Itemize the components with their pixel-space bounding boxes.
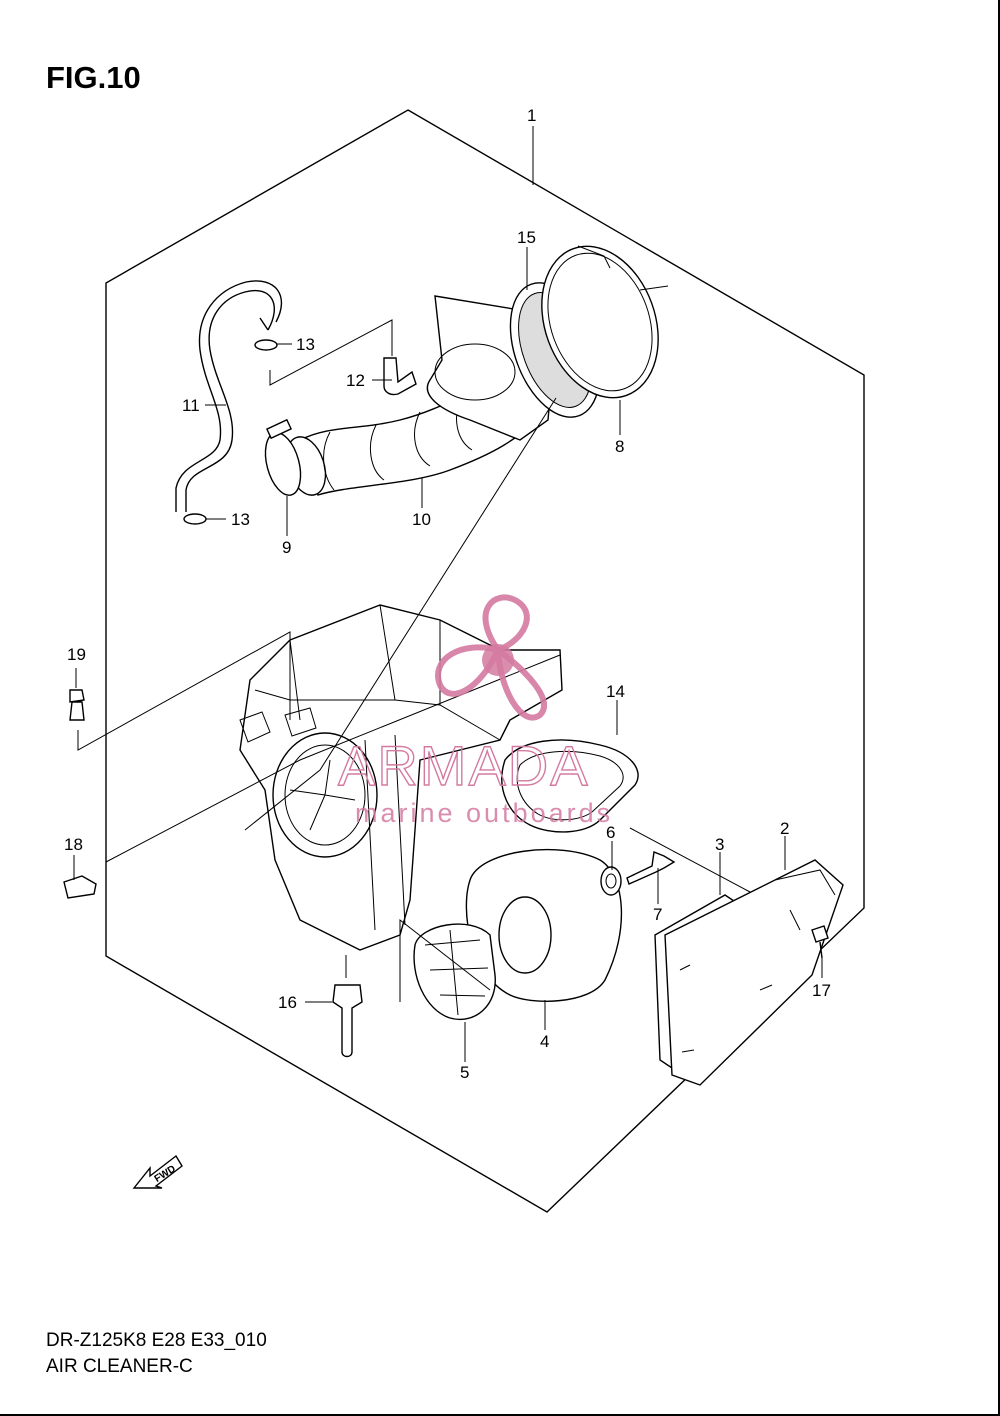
- diagram-code: DR-Z125K8 E28 E33_010: [46, 1330, 267, 1351]
- callout-11: 11: [182, 396, 200, 415]
- breather-hose-inner: [175, 280, 283, 512]
- callout-4: 4: [540, 1032, 549, 1051]
- breather-elbow: [383, 357, 417, 396]
- element-frame: [413, 923, 496, 1021]
- outlet-tube-ribs: [323, 395, 473, 491]
- callout-13-upper: 13: [296, 335, 315, 354]
- watermark-brand: ARMADA: [338, 734, 590, 797]
- callout-2: 2: [780, 819, 789, 838]
- callout-5: 5: [460, 1063, 469, 1082]
- case-mounting-tabs: [239, 707, 317, 743]
- callout-8: 8: [615, 437, 624, 456]
- figure-title: FIG.10: [46, 60, 141, 95]
- diagram-name: AIR CLEANER-C: [46, 1356, 193, 1377]
- cover-washer: [600, 866, 622, 896]
- screen-retainer-band-inner: [547, 252, 653, 392]
- cover-detail: [679, 869, 836, 1053]
- watermark-tagline: marine outboards: [355, 798, 613, 828]
- drain-plug: [332, 984, 363, 1058]
- breather-hose: [185, 289, 275, 512]
- cover-washer-hole: [605, 873, 617, 889]
- cover-bolt: [811, 925, 829, 959]
- intake-gasket: [501, 739, 639, 833]
- callout-labels: 1 2 3 4 5 6 7 8 9 10 11 12 13 13 14 15 1…: [64, 106, 831, 1082]
- hose-clip-upper: [254, 339, 278, 351]
- callout-6: 6: [606, 823, 615, 842]
- hose-clip-lower: [183, 513, 207, 525]
- callout-15: 15: [517, 228, 536, 247]
- callout-14: 14: [606, 682, 625, 701]
- fwd-arrow: FWD: [132, 1154, 183, 1189]
- band-screw: [577, 245, 669, 291]
- callout-19: 19: [67, 645, 86, 664]
- tube-clamp-screw: [265, 418, 293, 440]
- case-right-wall: [364, 734, 406, 931]
- callout-9: 9: [282, 538, 291, 557]
- callout-10: 10: [412, 510, 431, 529]
- cover-wing-screw: [626, 851, 676, 885]
- callout-1: 1: [527, 106, 536, 125]
- watermark-logo-hub: [482, 644, 514, 676]
- case-top-lip: [254, 604, 501, 741]
- air-cleaner-cover: [664, 859, 844, 1086]
- case-intake-spokes: [289, 759, 356, 831]
- element-frame-ribs: [424, 929, 489, 1016]
- outlet-housing-ring: [434, 343, 516, 401]
- watermark-logo: [435, 594, 547, 721]
- breather-leader: [269, 319, 393, 386]
- case-clip: [63, 875, 97, 899]
- mounting-bolt: [69, 689, 85, 721]
- case-intake-inner: [284, 744, 366, 846]
- assembly-outline: [105, 109, 865, 1213]
- callout-13-lower: 13: [231, 510, 250, 529]
- callout-18: 18: [64, 835, 83, 854]
- watermark: ARMADA marine outboards: [337, 594, 613, 828]
- callout-17: 17: [812, 981, 831, 1000]
- callout-7: 7: [653, 905, 662, 924]
- air-filter-element-bore: [498, 896, 552, 974]
- callout-16: 16: [278, 993, 297, 1012]
- leader-lines: [73, 126, 823, 1062]
- screen-retainer-band: [541, 245, 659, 399]
- intake-gasket-inner: [516, 750, 624, 821]
- callout-12: 12: [346, 371, 365, 390]
- callout-3: 3: [715, 835, 724, 854]
